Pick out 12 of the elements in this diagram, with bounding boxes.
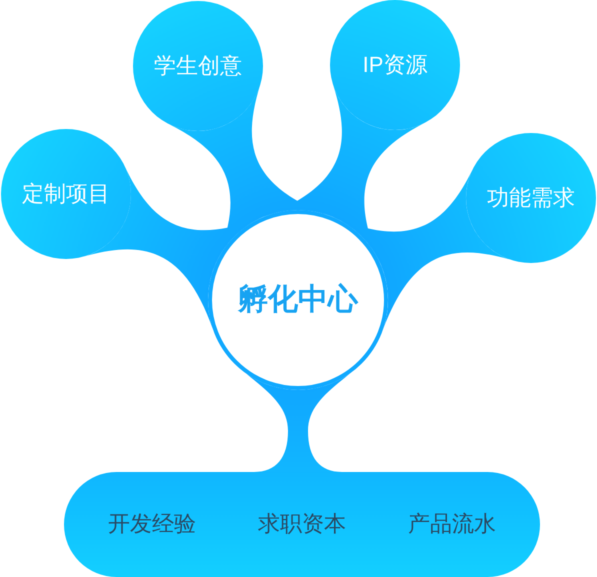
bubble-circle bbox=[466, 133, 596, 263]
bubble-circle bbox=[1, 129, 131, 259]
bubble-label: 功能需求 bbox=[487, 184, 575, 212]
bubble-circle bbox=[330, 0, 460, 130]
bar-label: 求职资本 bbox=[258, 510, 346, 538]
bar-label: 开发经验 bbox=[108, 510, 196, 538]
bar-label: 产品流水 bbox=[408, 510, 496, 538]
center-title: 孵化中心 bbox=[238, 282, 358, 318]
bubble-label: 定制项目 bbox=[22, 180, 110, 208]
bubble-label: 学生创意 bbox=[154, 52, 242, 80]
bubble-label: IP资源 bbox=[362, 51, 428, 79]
bubble-circle bbox=[133, 1, 263, 131]
